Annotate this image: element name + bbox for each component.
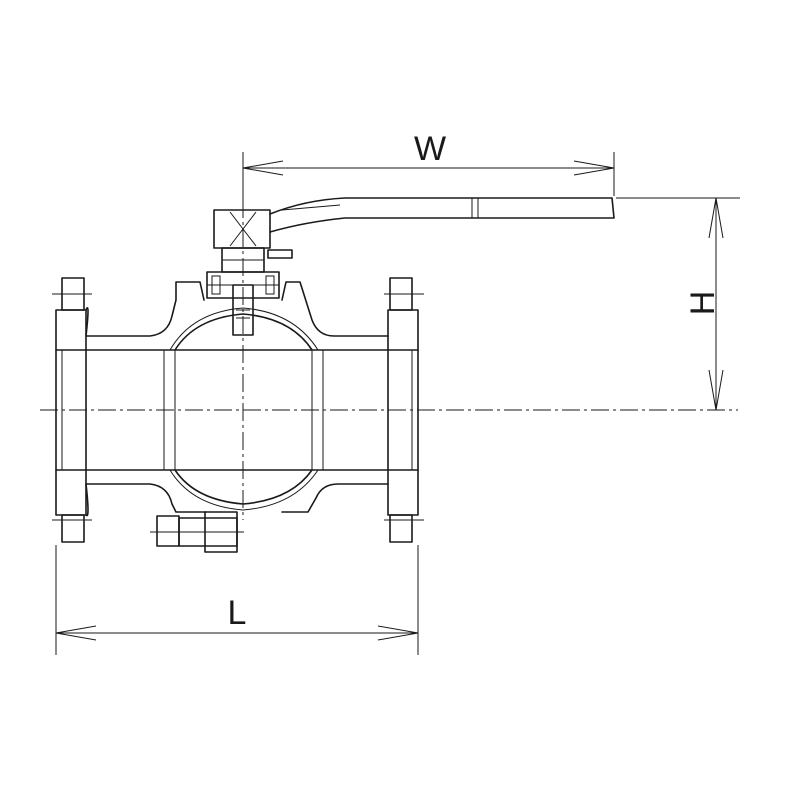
right-bolt-bottom [389, 514, 413, 543]
dimension-w: W [242, 130, 615, 205]
left-bolt-bottom [61, 514, 85, 543]
body-left-shoulder [85, 307, 89, 517]
valve-body [85, 281, 389, 517]
lever-handle [213, 197, 615, 249]
center-lines [40, 200, 738, 520]
dimension-h: H [616, 197, 740, 411]
w-label: W [414, 130, 446, 168]
body-upper-outline [85, 281, 389, 337]
drain-fitting [150, 511, 244, 553]
ball [169, 307, 319, 511]
ball-outline [174, 313, 313, 505]
left-flange-plate [55, 309, 87, 516]
h-label: H [684, 291, 722, 316]
l-label: L [228, 594, 247, 632]
hub-cross-2 [229, 211, 257, 247]
left-flange [52, 277, 92, 543]
dimension-l: L [55, 545, 419, 655]
right-flange-plate [387, 309, 419, 516]
drain-nut-left [156, 515, 180, 547]
right-flange [384, 277, 424, 543]
lever-hub [213, 209, 271, 249]
bore [55, 349, 419, 471]
stem-assembly [206, 247, 293, 336]
body-lower-outline [85, 483, 389, 513]
stop-pin [267, 249, 293, 259]
lever-arm [269, 197, 615, 233]
